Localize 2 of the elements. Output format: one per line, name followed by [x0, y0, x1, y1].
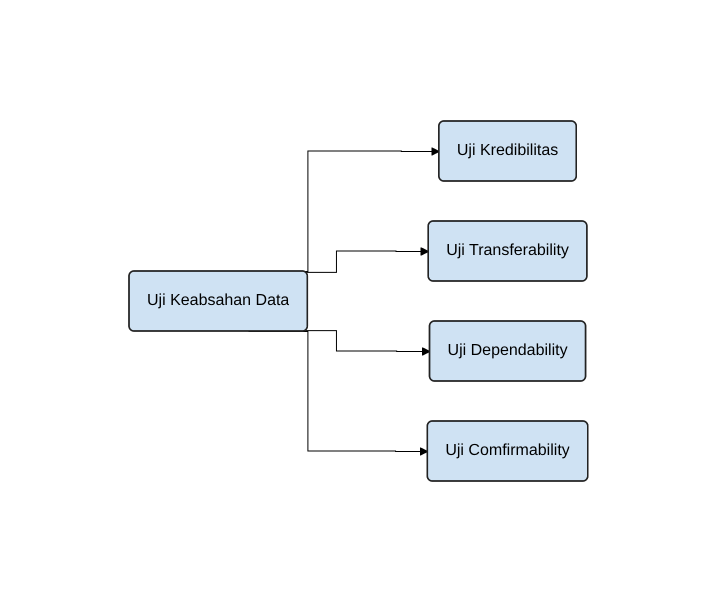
- arrow: [305, 247, 430, 273]
- arrow: [305, 330, 431, 356]
